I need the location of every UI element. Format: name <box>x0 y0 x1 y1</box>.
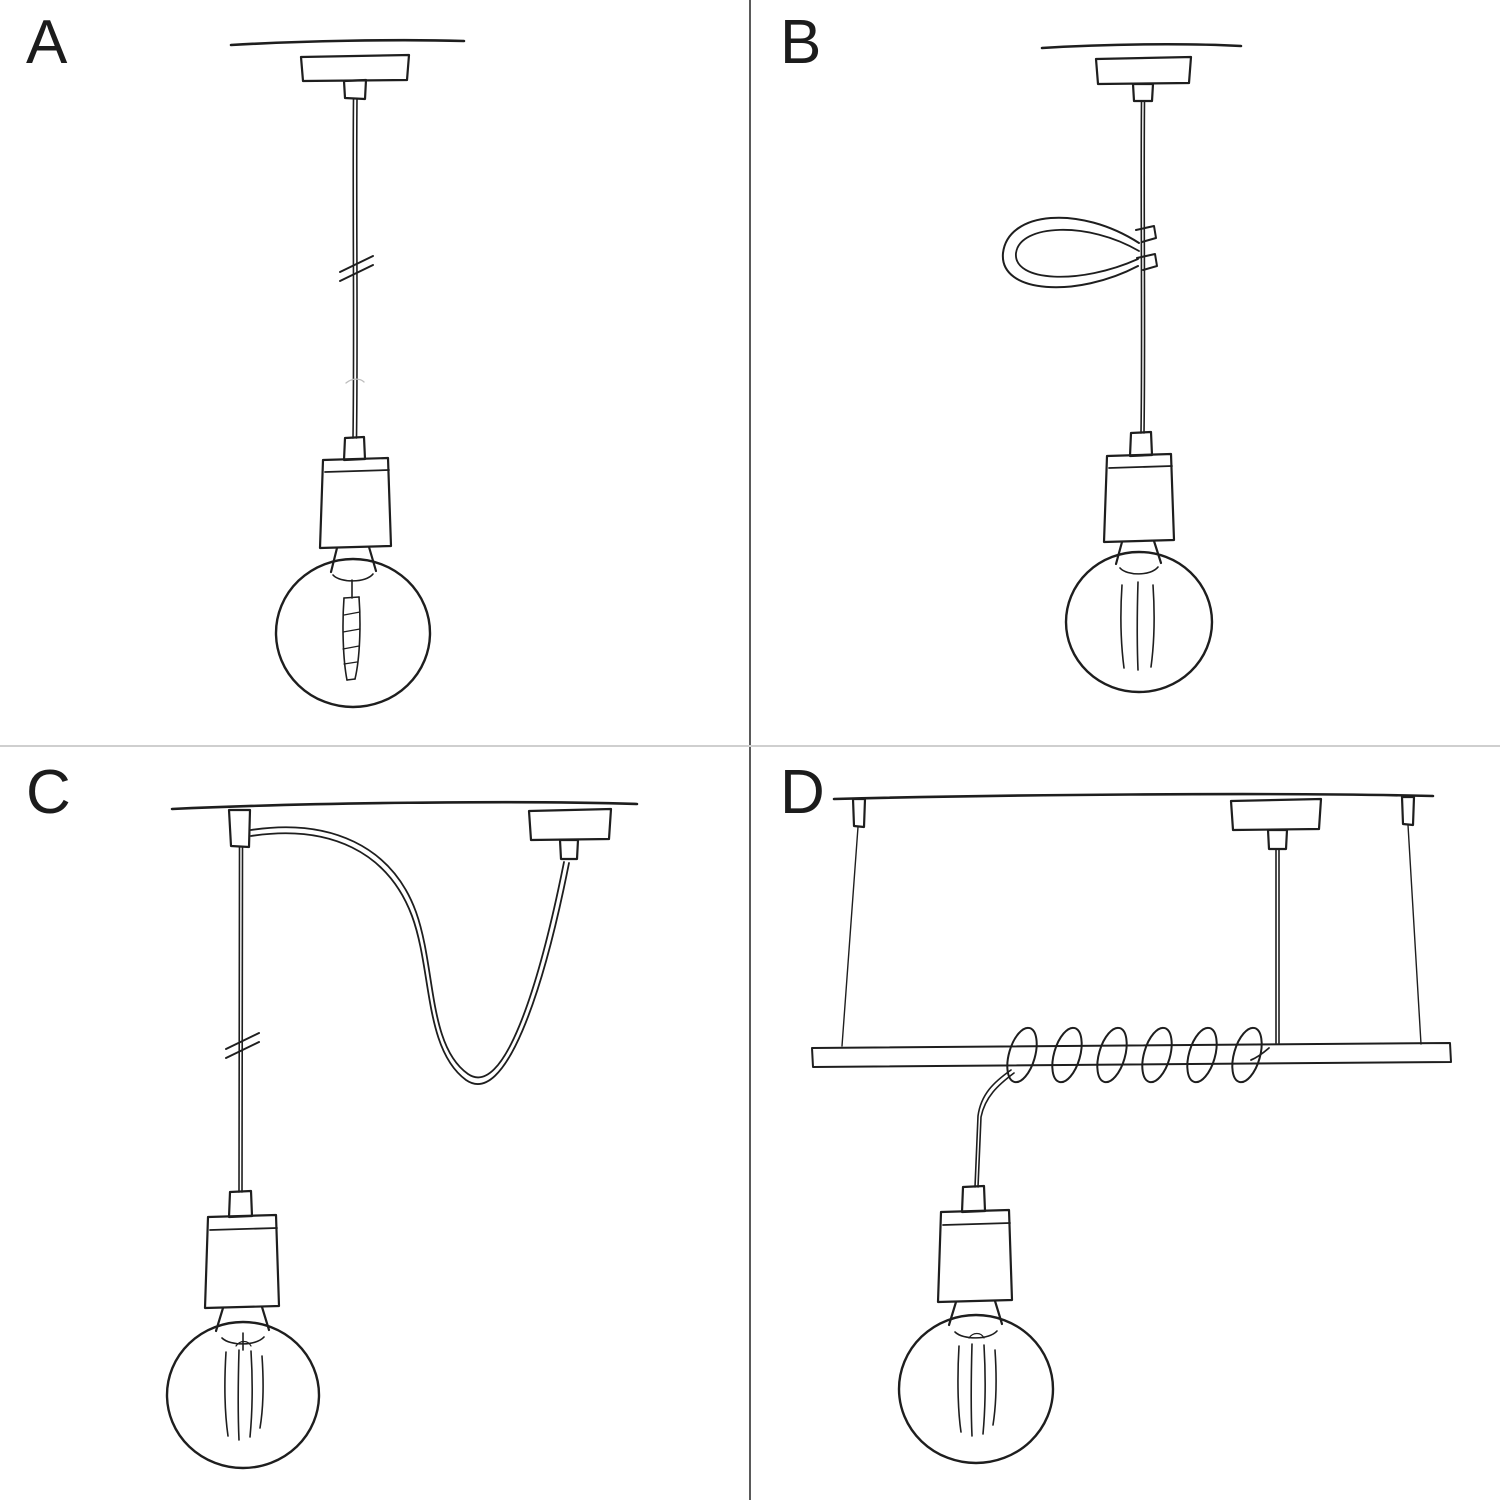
panel-c: C <box>0 750 750 1500</box>
light-bulb <box>897 1299 1055 1465</box>
light-bulb <box>274 545 432 709</box>
cable-clip-loop <box>1001 216 1158 289</box>
textile-cable <box>225 846 260 1193</box>
panel-b: B <box>750 0 1500 750</box>
lamp-holder <box>936 1184 1014 1304</box>
panel-b-label: B <box>780 8 823 77</box>
ceiling-rose <box>1094 55 1193 103</box>
left-ceiling-pin <box>851 797 867 829</box>
swag-cable <box>250 826 570 1085</box>
pendant-lamp-swag-hook-sketch <box>165 800 639 1470</box>
textile-cable <box>339 98 374 439</box>
drop-cable-from-rose <box>1250 848 1280 1061</box>
textile-cable <box>974 1069 1015 1188</box>
ceiling-rose <box>299 53 411 101</box>
panel-d: D <box>750 750 1500 1500</box>
ceiling-rose <box>1229 797 1323 851</box>
pendant-lamp-wrapped-on-bar-sketch <box>811 792 1452 1465</box>
pendant-lamp-with-cable-clip-sketch <box>1001 42 1243 694</box>
textile-cable <box>1140 100 1146 434</box>
ceiling-line <box>832 792 1435 801</box>
right-ceiling-pin <box>1400 795 1416 827</box>
grid-divider-horizontal <box>0 745 1500 747</box>
ceiling-rose <box>527 807 613 861</box>
pendant-lamp-straight-drop-sketch <box>229 38 466 709</box>
panel-a-label: A <box>26 8 69 77</box>
panel-c-label: C <box>26 758 72 827</box>
light-bulb <box>165 1305 321 1470</box>
grid-divider-vertical <box>749 0 751 1500</box>
ceiling-line <box>1040 42 1243 50</box>
suspension-wires <box>841 824 1422 1047</box>
panel-a: A <box>0 0 750 750</box>
light-bulb <box>1064 539 1214 694</box>
cable-coil-on-bar <box>1006 1026 1263 1084</box>
ceiling-hook <box>227 808 252 849</box>
suspension-bar <box>811 1042 1452 1068</box>
panel-d-label: D <box>780 758 826 827</box>
ceiling-line <box>229 38 466 47</box>
lamp-holder <box>318 435 393 550</box>
lamp-holder <box>203 1189 281 1310</box>
lamp-holder <box>1102 430 1176 544</box>
ceiling-line <box>170 800 639 811</box>
